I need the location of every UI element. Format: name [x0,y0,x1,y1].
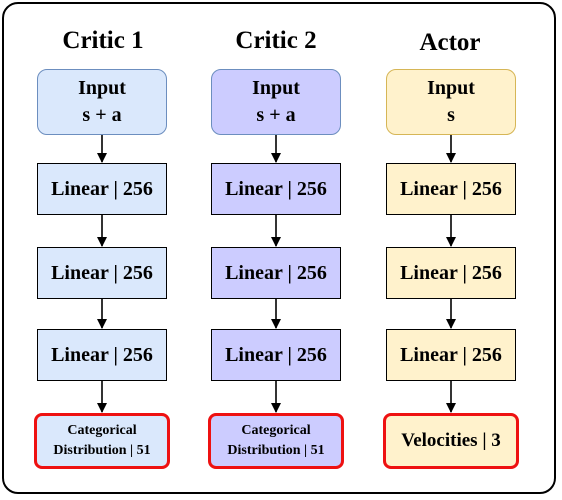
critic1-linear-layer-1: Linear | 256 [37,163,167,215]
critic2-input-node: Input s + a [211,69,341,135]
actor-title: Actor [419,29,481,56]
actor-linear-layer-1: Linear | 256 [386,163,516,215]
critic1-output-node: Categorical Distribution | 51 [34,413,170,469]
actor-output-node: Velocities | 3 [383,413,519,469]
critic2-linear-layer-2: Linear | 256 [211,247,341,299]
critic1-linear-layer-2: Linear | 256 [37,247,167,299]
critic1-output-line1: Categorical [67,423,137,438]
critic2-input-label: Input [252,77,300,99]
critic1-input-node: Input s + a [37,69,167,135]
critic2-input-signature: s + a [256,104,296,126]
critic2-output-node: Categorical Distribution | 51 [208,413,344,469]
critic1-title: Critic 1 [62,27,144,54]
critic1-linear-layer-3: Linear | 256 [37,329,167,381]
critic1-input-label: Input [78,77,126,99]
critic2-linear-layer-3: Linear | 256 [211,329,341,381]
critic2-output-line2: Distribution | 51 [227,443,325,458]
critic2-output-line1: Categorical [241,423,311,438]
critic1-output-line2: Distribution | 51 [53,443,151,458]
actor-input-signature: s [447,104,455,126]
actor-linear-layer-2: Linear | 256 [386,247,516,299]
critic2-linear-layer-1: Linear | 256 [211,163,341,215]
actor-input-label: Input [427,77,475,99]
actor-linear-layer-3: Linear | 256 [386,329,516,381]
actor-input-node: Input s [386,69,516,135]
critic1-input-signature: s + a [82,104,122,126]
critic2-title: Critic 2 [235,27,317,54]
